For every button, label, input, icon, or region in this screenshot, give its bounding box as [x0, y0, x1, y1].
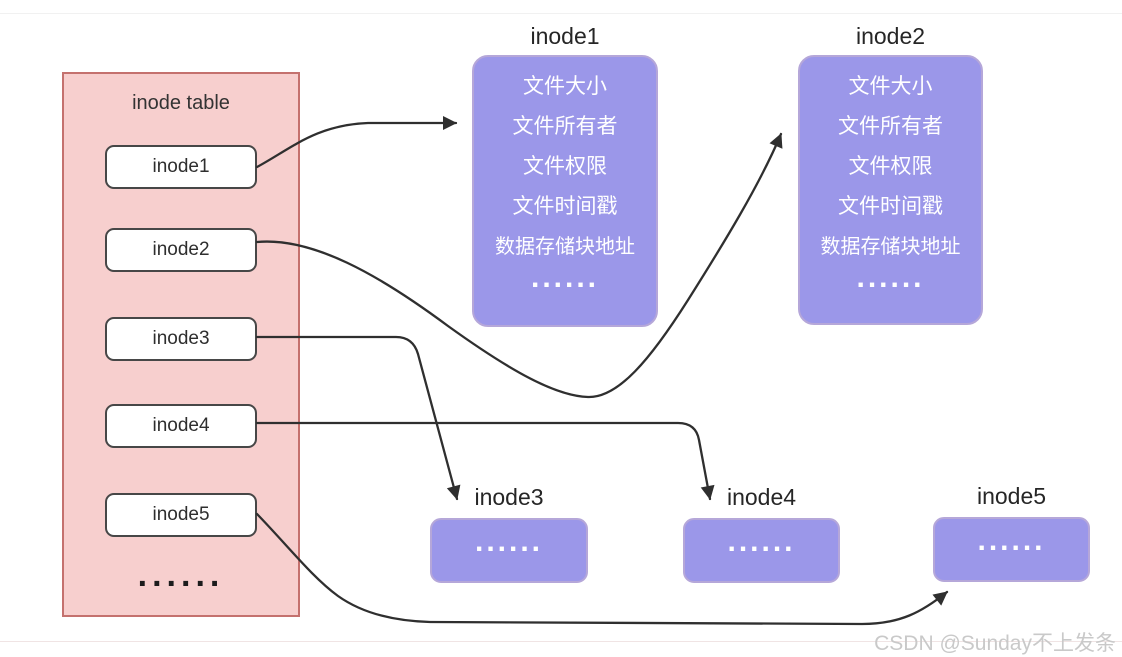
entry-label: inode5	[152, 504, 210, 525]
entry-label: inode4	[152, 415, 210, 436]
inode-table-entry-inode2: inode2	[105, 228, 257, 272]
inode3-detail-box: ......	[430, 518, 588, 583]
box-ellipsis: ......	[474, 524, 543, 558]
inode-table-title: inode table	[132, 92, 230, 114]
box-ellipsis: ......	[530, 261, 599, 294]
inode-table: inode table inode1 inode2 inode3 inode4 …	[62, 72, 300, 617]
field-file-owner: 文件所有者	[838, 115, 943, 138]
inode4-box-title: inode4	[726, 484, 797, 510]
top-divider	[0, 13, 1122, 14]
inode-table-entry-inode4: inode4	[105, 404, 257, 448]
watermark: CSDN @Sunday不上发条	[874, 632, 1116, 655]
entry-label: inode1	[152, 156, 210, 177]
box-ellipsis: ......	[727, 524, 796, 558]
inode2-detail-box: 文件大小 文件所有者 文件权限 文件时间戳 数据存储块地址 ......	[798, 55, 983, 325]
box-ellipsis: ......	[856, 261, 925, 294]
inode-table-entry-inode1: inode1	[105, 145, 257, 189]
field-file-perms: 文件权限	[848, 155, 933, 178]
inode1-detail-box: 文件大小 文件所有者 文件权限 文件时间戳 数据存储块地址 ......	[472, 55, 658, 327]
inode4-detail-box: ......	[683, 518, 840, 583]
entry-label: inode2	[152, 239, 210, 260]
inode1-box-title: inode1	[530, 23, 600, 49]
inode2-box-title: inode2	[855, 23, 926, 49]
inode5-box-title: inode5	[976, 483, 1047, 509]
box-ellipsis: ......	[977, 523, 1046, 557]
field-file-times: 文件时间戳	[838, 195, 943, 218]
inode3-box-title: inode3	[474, 484, 544, 510]
arrow-inode5	[255, 512, 949, 626]
entry-label: inode3	[152, 328, 210, 349]
inode-table-entry-inode3: inode3	[105, 317, 257, 361]
bottom-divider	[0, 641, 1122, 642]
table-ellipsis: ......	[137, 556, 225, 594]
field-file-perms: 文件权限	[523, 155, 607, 178]
inode-table-entry-inode5: inode5	[105, 493, 257, 537]
field-file-size: 文件大小	[848, 75, 933, 98]
field-file-size: 文件大小	[523, 75, 607, 98]
field-block-addr: 数据存储块地址	[820, 236, 961, 258]
field-file-times: 文件时间戳	[512, 195, 618, 218]
inode5-detail-box: ......	[933, 517, 1090, 582]
field-file-owner: 文件所有者	[512, 115, 618, 138]
